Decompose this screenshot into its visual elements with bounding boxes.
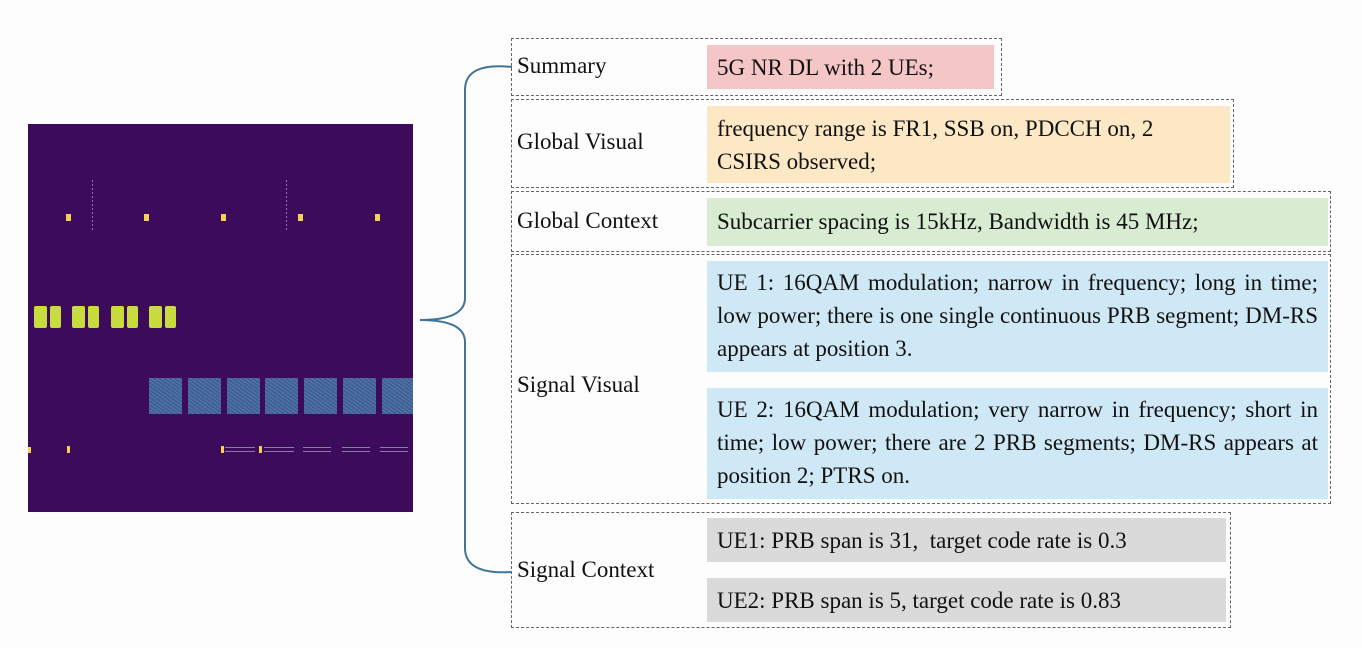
ue2-visual-text: UE 2: 16QAM modulation; very narrow in f… (707, 388, 1328, 499)
ptrs-line (264, 451, 294, 452)
signal-visual-section (511, 254, 1331, 504)
pdcch-mark (28, 447, 31, 453)
ue2-context-text: UE2: PRB span is 5, target code rate is … (707, 578, 1226, 622)
ptrs-line (225, 447, 255, 448)
ssb-mark (144, 214, 149, 221)
ue2-block (265, 378, 298, 414)
ue2-block (188, 378, 221, 414)
ptrs-line (342, 451, 370, 452)
ssb-mark (375, 214, 380, 221)
ptrs-line (380, 451, 408, 452)
ptrs-line (225, 451, 255, 452)
ssb-mark (298, 214, 303, 221)
signal-visual-label: Signal Visual (517, 372, 640, 397)
pdcch-mark (67, 446, 70, 453)
ue2-block (343, 378, 376, 414)
ue1-block (88, 306, 99, 328)
ue1-block (72, 306, 85, 328)
pdcch-mark (259, 446, 262, 453)
ue1-block (50, 306, 61, 328)
ue1-block (165, 306, 176, 328)
ssb-mark (221, 214, 226, 221)
ue1-context-text: UE1: PRB span is 31, target code rate is… (707, 518, 1226, 562)
ptrs-line (342, 447, 370, 448)
ue2-block (149, 378, 182, 414)
ptrs-line (264, 447, 294, 448)
ptrs-line (303, 451, 331, 452)
csirs-mark (286, 180, 287, 232)
summary-section (511, 38, 1002, 96)
ue2-block (304, 378, 337, 414)
ptrs-line (303, 447, 331, 448)
global-visual-section (511, 99, 1234, 188)
global-context-section (511, 191, 1331, 252)
signal-context-section (511, 512, 1231, 628)
global-context-label: Global Context (517, 208, 659, 233)
ssb-mark (66, 214, 71, 221)
global-visual-label: Global Visual (517, 129, 644, 154)
ue1-block (127, 306, 138, 328)
summary-label: Summary (517, 53, 607, 78)
global-visual-text: frequency range is FR1, SSB on, PDCCH on… (707, 106, 1230, 183)
ue1-block (34, 306, 47, 328)
global-context-text: Subcarrier spacing is 15kHz, Bandwidth i… (707, 198, 1328, 246)
ue1-block (111, 306, 124, 328)
ptrs-line (380, 447, 408, 448)
spectrogram-image (28, 124, 413, 512)
summary-text: 5G NR DL with 2 UEs; (707, 45, 994, 89)
csirs-mark (92, 180, 93, 232)
signal-context-label: Signal Context (517, 557, 655, 582)
ue1-block (149, 306, 162, 328)
ue1-visual-text: UE 1: 16QAM modulation; narrow in freque… (707, 261, 1328, 372)
ue2-block (227, 378, 260, 414)
pdcch-mark (221, 446, 224, 453)
ue2-block (382, 378, 413, 414)
